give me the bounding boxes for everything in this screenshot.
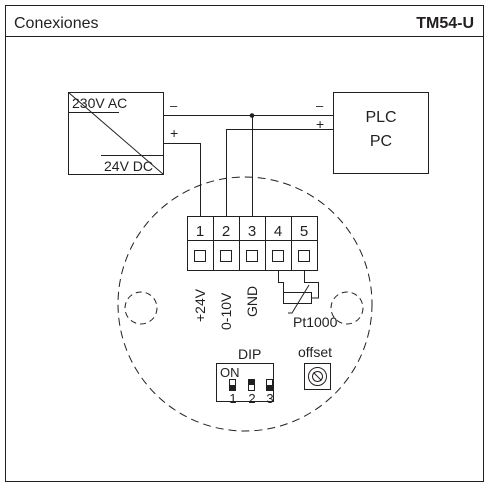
dip-switch-2-lever	[249, 380, 254, 385]
terminal-3-number: 3	[248, 223, 256, 240]
dip-on-label: ON	[220, 365, 240, 380]
supply-minus-sign: –	[170, 98, 178, 113]
sensor-wire-right	[304, 270, 319, 299]
dip-switch-housing	[216, 363, 274, 402]
terminal-1-label: +24V	[192, 288, 208, 322]
plc-minus-sign: –	[316, 98, 324, 113]
dip-title: DIP	[238, 346, 261, 362]
resistor-body	[283, 292, 312, 304]
plc-box	[333, 92, 429, 174]
plc-plus-sign: +	[316, 116, 324, 132]
terminal-block-frame	[187, 216, 318, 271]
wire-plus-24v	[163, 143, 201, 216]
dip-switch-3-lever	[267, 385, 272, 390]
wiring	[163, 113, 334, 216]
terminal-5-number: 5	[300, 223, 308, 240]
sensor-wire-left	[278, 270, 284, 292]
dip-switch-3-number: 3	[266, 391, 273, 406]
offset-label: offset	[298, 344, 332, 360]
potentiometer-dial	[308, 367, 327, 386]
power-supply: 230V AC 24V DC – +	[68, 92, 178, 175]
terminal-2-number: 2	[222, 223, 230, 240]
mounting-hole-right	[330, 291, 364, 325]
terminal-block: 1 2 3 4 5	[187, 216, 318, 271]
power-supply-box	[68, 92, 164, 175]
supply-plus-sign: +	[170, 125, 178, 141]
dip-switch: DIP ON 1 2 3	[216, 346, 274, 406]
mounting-hole-left	[124, 291, 158, 325]
dip-switch-1-number: 1	[229, 391, 236, 406]
potentiometer-knob	[312, 371, 323, 382]
dip-switch-2-number: 2	[248, 391, 255, 406]
terminal-4-number: 4	[274, 223, 282, 240]
plc-label: PLC	[365, 109, 396, 126]
page-frame	[5, 5, 484, 482]
terminal-1-number: 1	[196, 223, 204, 240]
dc-output-label: 24V DC	[104, 158, 153, 174]
thermistor-arrow	[288, 284, 310, 314]
plc-pc-controller: PLC PC – +	[316, 92, 429, 174]
terminal-4-screw	[272, 250, 284, 262]
potentiometer-frame	[304, 363, 331, 390]
wire-signal-0-10v	[226, 129, 334, 216]
terminal-3-screw	[246, 250, 258, 262]
model-name: TM54-U	[416, 15, 474, 32]
ac-input-label: 230V AC	[72, 95, 127, 111]
power-supply-diagonal	[68, 92, 164, 175]
offset-potentiometer: offset	[298, 344, 332, 390]
terminal-3-label: GND	[244, 286, 260, 317]
terminal-1-screw	[194, 250, 206, 262]
sensor-label: Pt1000	[293, 314, 338, 330]
pt1000-sensor: Pt1000	[278, 270, 338, 330]
section-title: Conexiones	[14, 15, 99, 32]
potentiometer-slot-icon	[313, 372, 322, 381]
terminal-2-screw	[220, 250, 232, 262]
dip-switch-1-lever	[230, 385, 235, 390]
terminal-2-label: 0-10V	[218, 292, 234, 330]
pc-label: PC	[370, 133, 392, 150]
housing-outline	[117, 176, 373, 432]
terminal-5-screw	[298, 250, 310, 262]
